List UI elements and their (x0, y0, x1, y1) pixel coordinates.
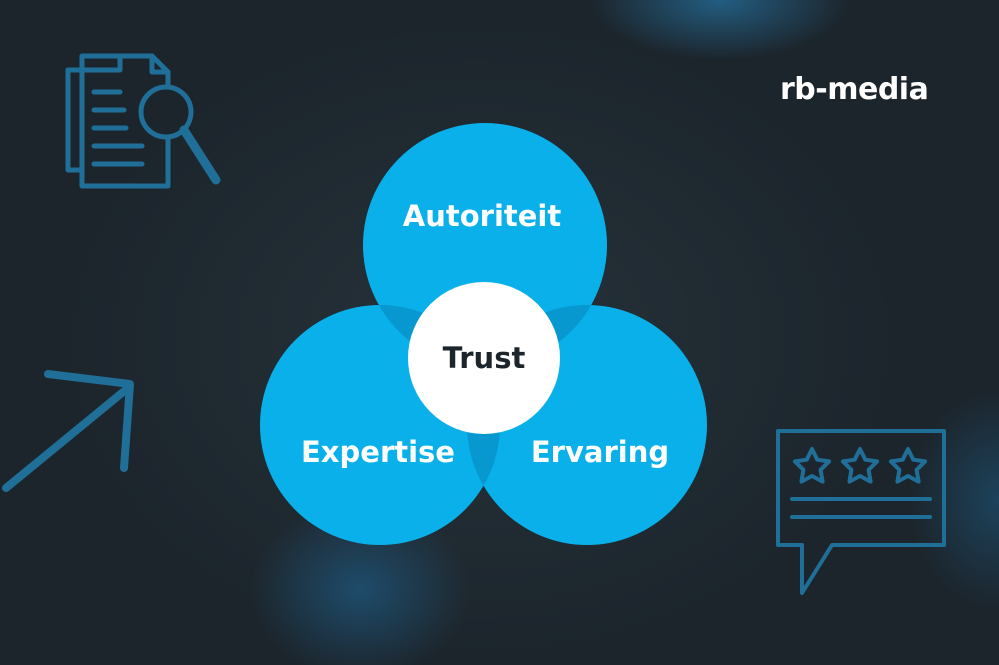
venn-label-center: Trust (443, 341, 526, 375)
brand-logo: rb-media (780, 72, 929, 107)
venn-center-circle (408, 282, 560, 434)
venn-circle-top (363, 123, 607, 367)
venn-label-right: Ervaring (531, 435, 669, 469)
venn-label-left: Expertise (301, 435, 455, 469)
document-search-icon (65, 53, 221, 189)
arrow-up-right-icon (2, 370, 134, 492)
review-stars-icon (776, 429, 946, 595)
venn-label-top: Autoriteit (403, 199, 562, 233)
